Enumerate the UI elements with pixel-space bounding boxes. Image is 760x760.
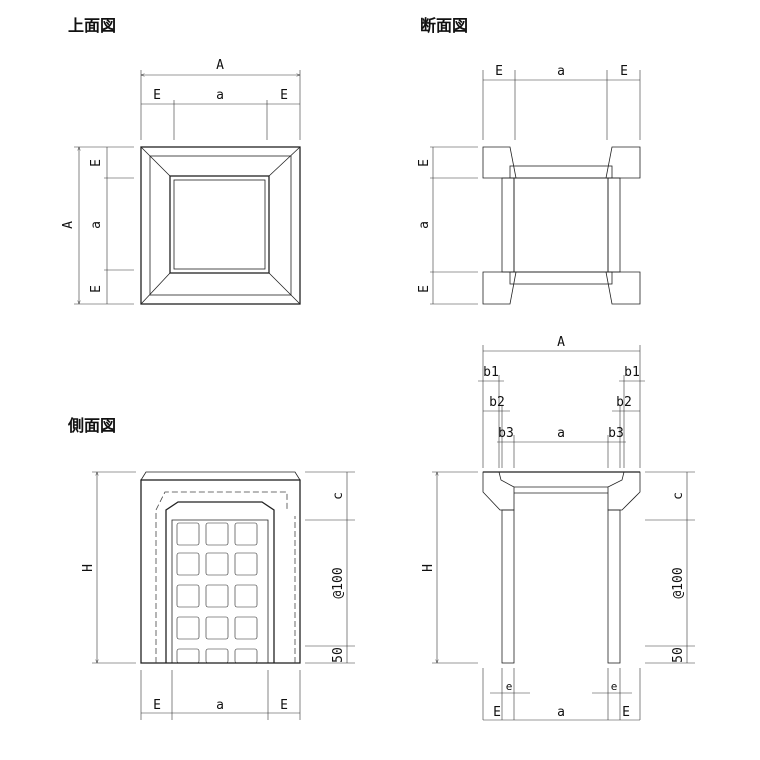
section-inner-opening (513, 177, 609, 273)
vsec-dim-b2-right: b2 (616, 395, 632, 410)
vsec-wall-left (501, 509, 515, 664)
section-dim-E-right: E (620, 64, 628, 79)
plan-dim-E-right: E (280, 88, 288, 103)
side-dim-a: a (216, 698, 224, 713)
section-dim-a-side: a (417, 221, 432, 229)
section-dim-E-left: E (495, 64, 503, 79)
plan-inner-lip (173, 179, 266, 270)
vsec-lip-left (482, 471, 515, 511)
section-wall-right (607, 177, 621, 273)
vsec-dim-A: A (557, 335, 565, 350)
vsec-wall-right (607, 509, 621, 664)
side-dim-c: c (331, 492, 346, 500)
plan-dim-a-top: a (216, 88, 224, 103)
vsec-dim-b1-right: b1 (624, 365, 640, 380)
side-dim-H: H (81, 564, 96, 572)
section-corner-top-right (605, 146, 641, 179)
plan-dim-a-side: a (89, 221, 104, 229)
section-corner-top-left (482, 146, 517, 179)
side-inner-frame-line (171, 519, 269, 663)
plan-view-title: 上面図 (68, 16, 117, 35)
section-corner-bottom-right (605, 271, 641, 305)
side-dim-pitch: @100 (331, 567, 346, 598)
side-hidden-outline (155, 491, 296, 663)
vsec-dim-E-left: E (493, 705, 501, 720)
vsec-dim-H: H (421, 564, 436, 572)
plan-dim-E-lower: E (89, 285, 104, 293)
plan-inner-opening (169, 175, 270, 274)
section-wall-left (501, 177, 515, 273)
vsec-dim-e-left: e (506, 680, 513, 693)
vsec-dim-b2-left: b2 (489, 395, 505, 410)
side-dim-E-right: E (280, 698, 288, 713)
side-inner-frame (165, 501, 275, 663)
section-view: E a E E a E (417, 64, 641, 305)
section-corner-bottom-left (482, 271, 517, 305)
vsec-dim-b3-right: b3 (608, 426, 624, 441)
vsec-lip-right (607, 471, 641, 511)
plan-view: A E a E A E a E (61, 58, 301, 305)
section-band-top (509, 165, 613, 179)
vsec-dim-E-right: E (622, 705, 630, 720)
vsec-dim-pitch: @100 (671, 567, 686, 598)
section-view-title: 断面図 (420, 16, 469, 35)
plan-dim-A-top: A (216, 58, 224, 73)
section-dim-E-lower: E (417, 285, 432, 293)
plan-outer-outline (140, 146, 301, 305)
section-band-bottom (509, 271, 613, 285)
side-view: H c @100 50 E a E (81, 471, 355, 720)
side-dim-E-left: E (153, 698, 161, 713)
section-dim-a-top: a (557, 64, 565, 79)
vsec-dim-base: 50 (671, 647, 686, 663)
vertical-section-view: A b1 b1 b2 b2 b3 a b3 H c @100 50 (421, 335, 695, 721)
side-outer-outline (140, 479, 301, 664)
vsec-dim-e-right: e (611, 680, 618, 693)
plan-dim-E-upper: E (89, 159, 104, 167)
plan-dim-A-side: A (61, 221, 76, 229)
vsec-dim-b1-left: b1 (483, 365, 499, 380)
side-view-title: 側面図 (68, 416, 117, 435)
vsec-dim-a-bottom: a (557, 705, 565, 720)
side-top-lip (140, 471, 301, 481)
side-dim-base: 50 (331, 647, 346, 663)
plan-dim-E-left: E (153, 88, 161, 103)
vsec-dim-a-top: a (557, 426, 565, 441)
plan-chamfer-line (149, 155, 292, 296)
side-grid (176, 522, 258, 664)
section-dim-E-upper: E (417, 159, 432, 167)
vsec-dim-c: c (671, 492, 686, 500)
vsec-dim-b3-left: b3 (498, 426, 514, 441)
